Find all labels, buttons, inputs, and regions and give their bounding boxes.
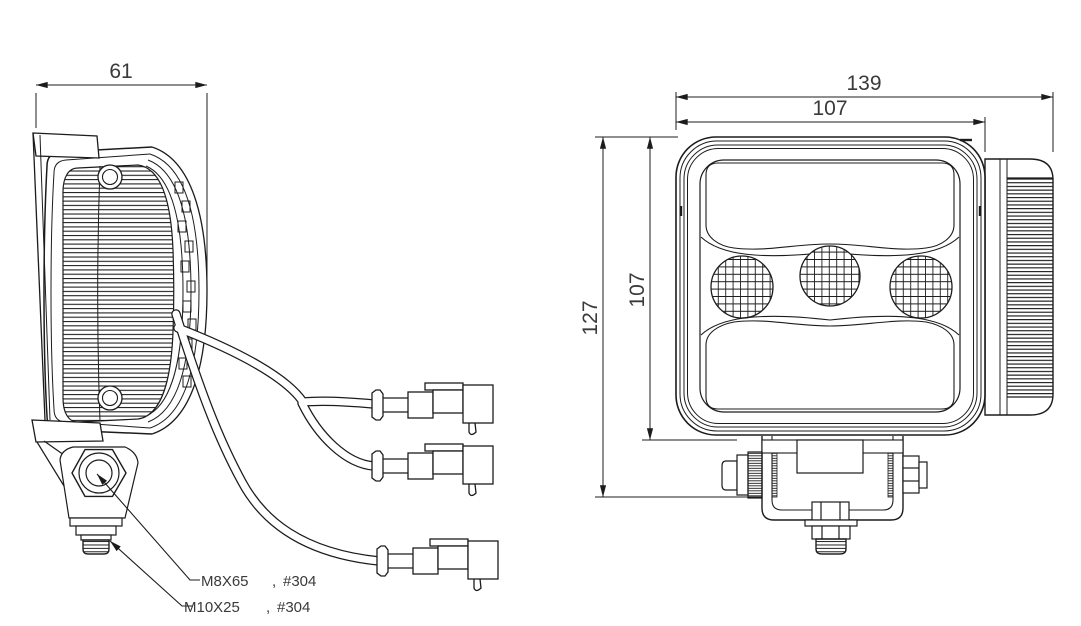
led-lens-right	[889, 255, 953, 319]
lower-reflector-panel	[705, 320, 955, 410]
side-rear-clip-tabs	[174, 181, 197, 388]
bracket-pivot-block	[796, 439, 864, 474]
wire-harness	[171, 309, 384, 566]
connector-plug-1	[371, 382, 494, 436]
front-bottom-stud	[804, 501, 858, 555]
front-heatsink	[984, 158, 1054, 416]
dim-front-lens-width: 107	[675, 97, 986, 152]
lens-face-border	[699, 159, 961, 413]
annotation-comma-1: ,	[272, 573, 276, 590]
heatsink-fins	[1007, 178, 1053, 397]
bolt-annotations: M8X65 , #304 M10X25 , #304	[96, 473, 316, 616]
dim-label-127: 127	[579, 300, 602, 335]
side-adjust-bolt	[721, 451, 763, 499]
front-view: 139 107 127 107	[579, 72, 1054, 555]
dim-label-107-width: 107	[812, 97, 847, 120]
connector-plug-2	[371, 443, 494, 497]
side-lens-ridges	[63, 165, 174, 422]
side-rear-housing	[145, 146, 208, 435]
led-lenses	[710, 245, 953, 319]
led-lens-left	[710, 255, 774, 319]
dim-label-107-height: 107	[626, 272, 649, 307]
dim-front-overall-height: 127	[579, 136, 678, 498]
bracket-top-flange	[32, 132, 100, 159]
bottom-stud-stack	[69, 517, 123, 555]
dim-front-lens-height: 107	[626, 136, 737, 441]
side-lamp-body	[43, 146, 175, 435]
upper-reflector-panel	[705, 162, 955, 250]
annotation-bolt-m10: M10X25	[184, 599, 240, 616]
connector-plug-3	[376, 538, 499, 592]
dim-label-139: 139	[846, 72, 881, 95]
dim-front-overall-width: 139	[675, 72, 1054, 152]
bracket-bottom-flange	[31, 419, 104, 443]
led-lens-center	[799, 245, 861, 307]
side-view: 61 M8X65 , #304 M10X25 , #304	[31, 60, 499, 616]
dim-label-61: 61	[109, 60, 132, 83]
front-bracket	[721, 436, 928, 555]
dim-side-depth: 61	[35, 60, 208, 295]
side-adjust-nut	[902, 455, 928, 494]
front-lamp-face	[675, 136, 986, 436]
annotation-comma-2: ,	[266, 599, 270, 616]
annotation-material-2: #304	[277, 599, 310, 616]
annotation-bolt-m8: M8X65	[201, 573, 249, 590]
annotation-material-1: #304	[283, 573, 316, 590]
